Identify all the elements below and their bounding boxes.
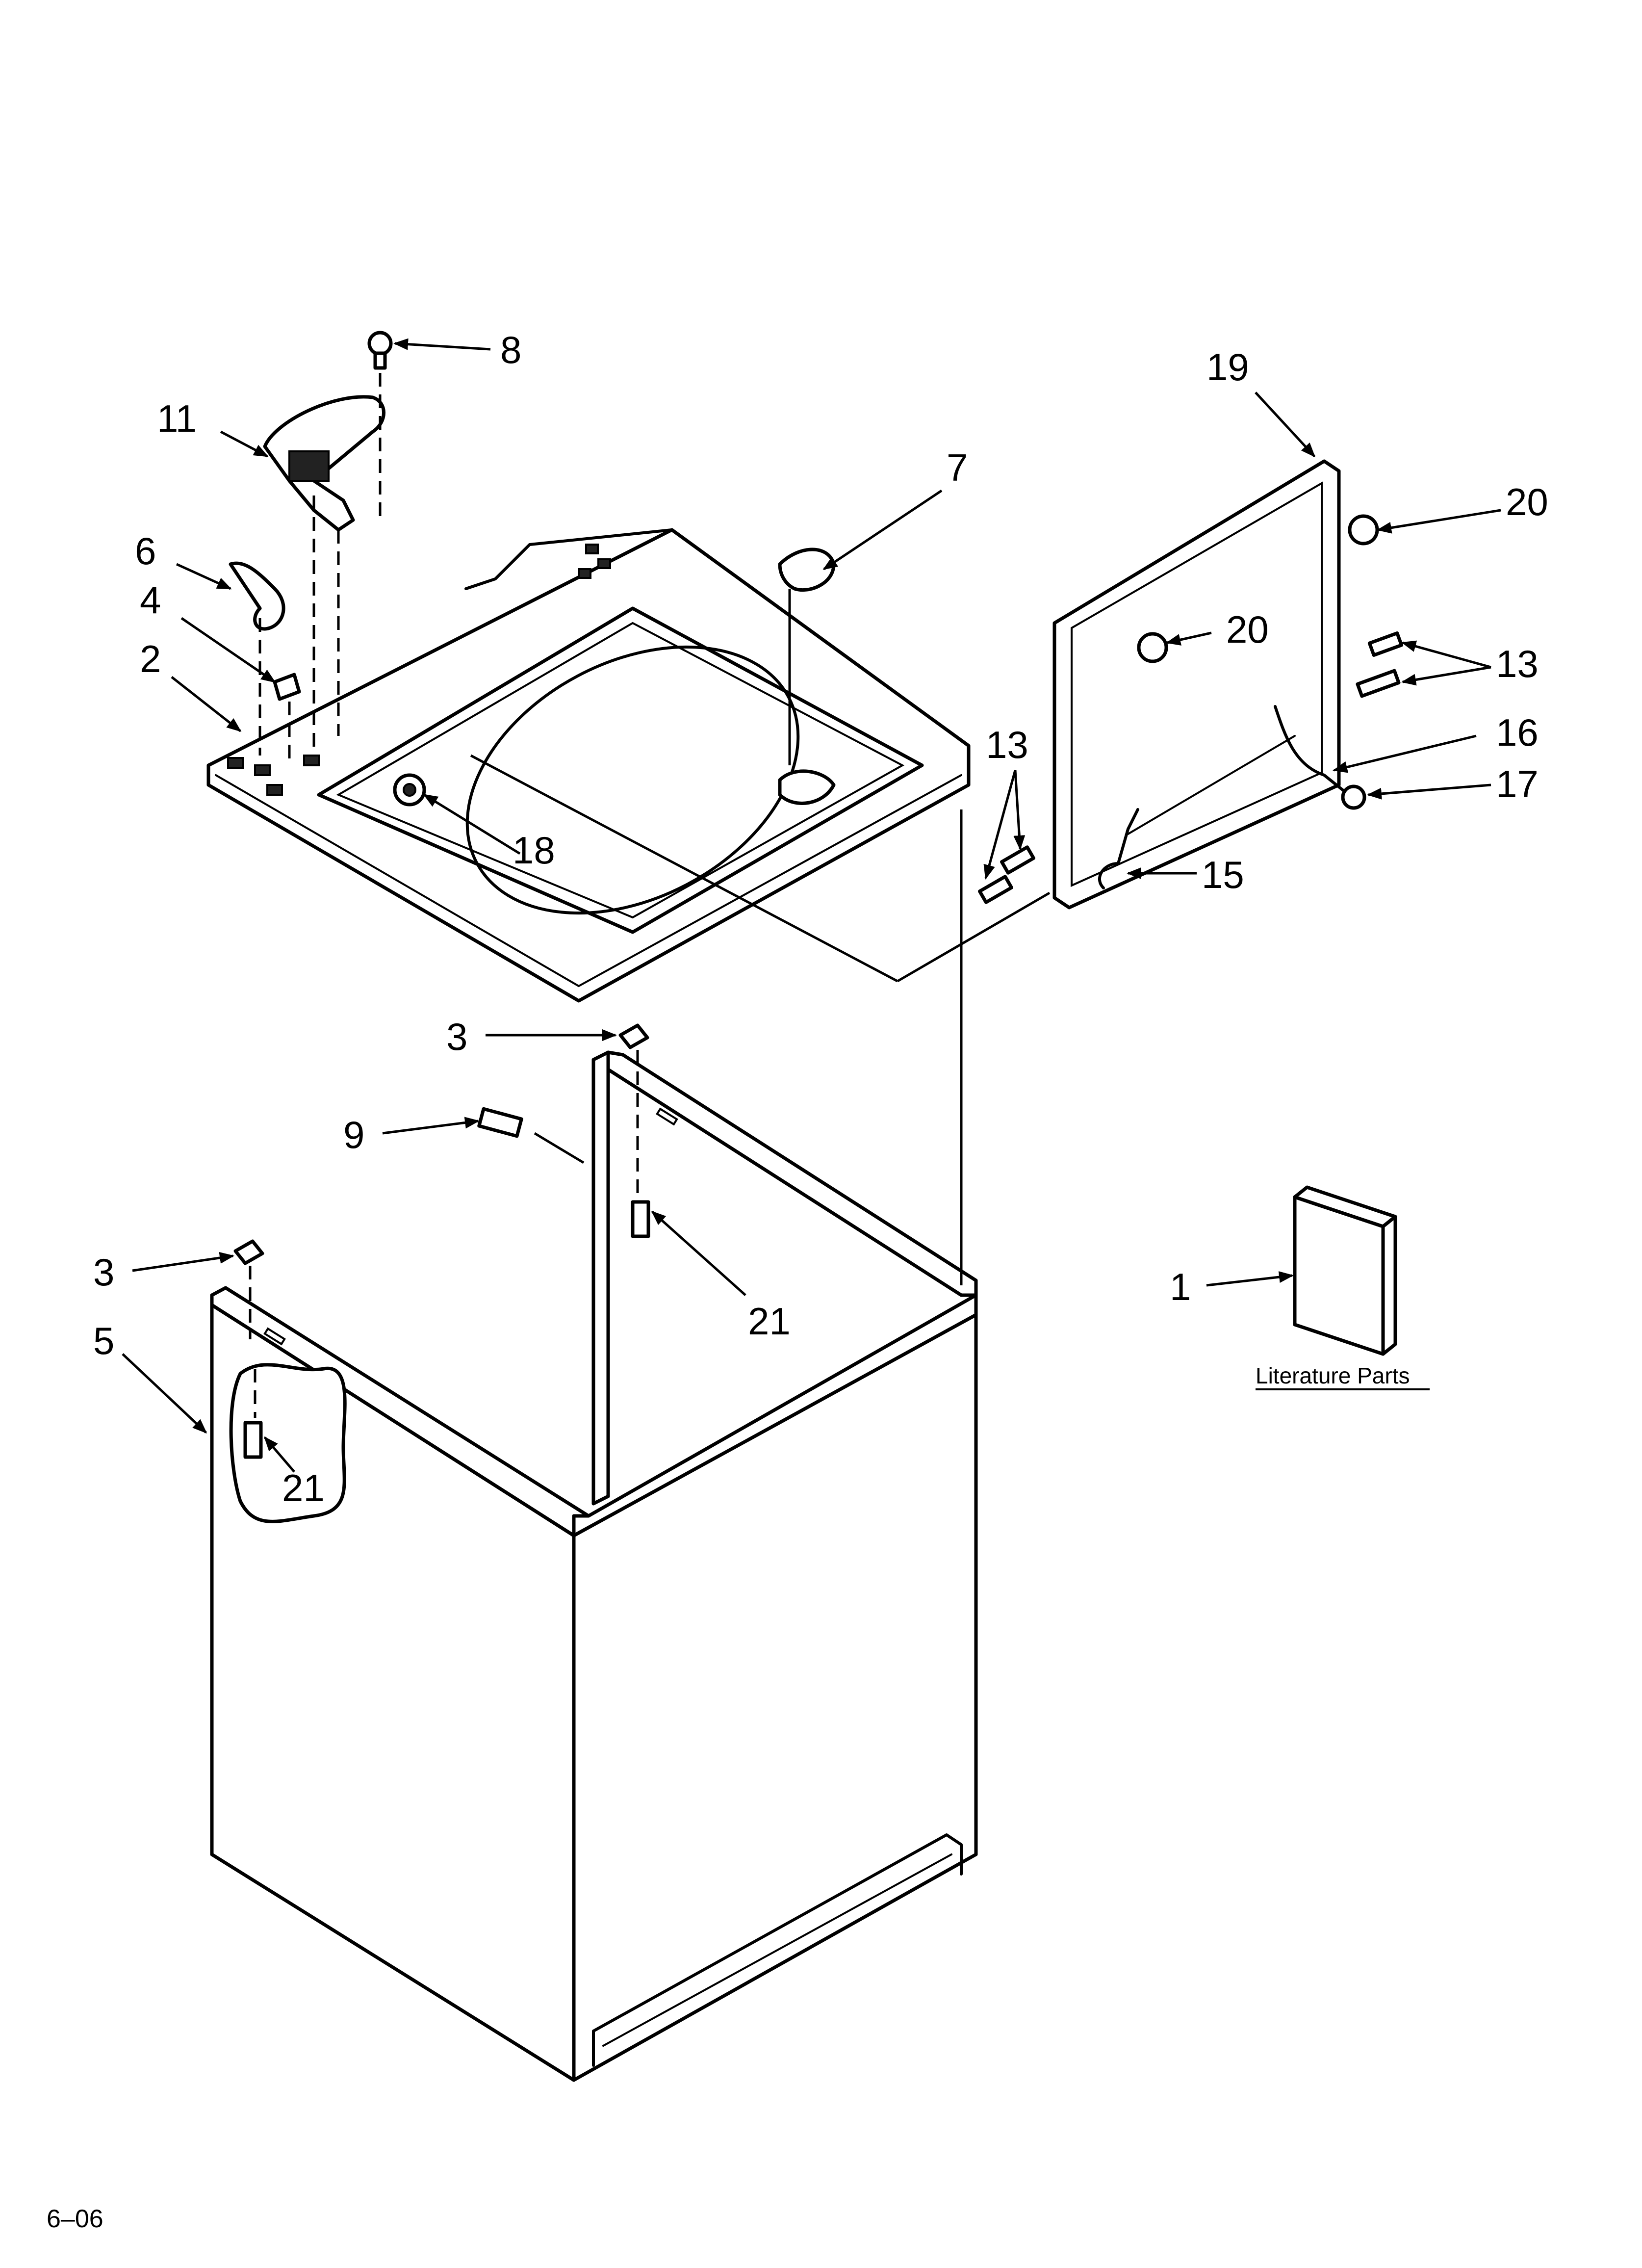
callout-1: 1 — [1170, 1265, 1191, 1308]
screw-8 — [367, 331, 393, 370]
screw-9 — [477, 1107, 523, 1138]
part-18 — [393, 773, 426, 807]
cutaway-window — [229, 1363, 347, 1523]
clip-3a — [618, 1023, 649, 1049]
bumper-20a — [1348, 514, 1379, 546]
clip-3b — [233, 1239, 264, 1265]
callout-4: 4 — [140, 578, 161, 622]
callout-9: 9 — [343, 1113, 364, 1156]
screw-21b — [243, 1421, 263, 1459]
cabinet — [210, 1050, 978, 2082]
callout-3-left: 3 — [93, 1251, 114, 1294]
callout-13-right: 13 — [1496, 642, 1539, 685]
callout-21-right: 21 — [748, 1300, 791, 1343]
clip-4 — [273, 673, 301, 701]
callout-6: 6 — [135, 529, 156, 573]
callout-21-left: 21 — [282, 1466, 325, 1510]
bumper-20b — [1137, 632, 1168, 663]
callout-3-top: 3 — [446, 1015, 467, 1058]
callout-5: 5 — [93, 1319, 114, 1362]
literature-parts — [1293, 1185, 1397, 1356]
callout-19: 19 — [1206, 345, 1249, 389]
callout-15: 15 — [1202, 853, 1244, 896]
lid-hinge — [1098, 705, 1350, 889]
page-code: 6–06 — [47, 2205, 103, 2233]
washer-top — [206, 528, 971, 1003]
bumper-7 — [778, 547, 836, 592]
callout-16: 16 — [1496, 711, 1539, 754]
callout-18: 18 — [513, 829, 555, 872]
callout-11: 11 — [157, 397, 197, 440]
lid-switch-11 — [263, 395, 385, 532]
literature-label: Literature Parts — [1256, 1363, 1410, 1388]
callout-20-lid: 20 — [1226, 608, 1269, 651]
screw-13-group — [978, 631, 1404, 904]
callout-2: 2 — [140, 637, 161, 680]
callout-8: 8 — [500, 328, 521, 371]
callout-17: 17 — [1496, 762, 1539, 806]
screw-21a — [631, 1200, 650, 1238]
callout-7: 7 — [947, 446, 968, 489]
clip-6 — [229, 561, 285, 631]
callout-13-left: 13 — [986, 723, 1028, 766]
part-17 — [1341, 784, 1366, 810]
callout-20-top: 20 — [1506, 480, 1548, 523]
lid — [1052, 459, 1341, 910]
